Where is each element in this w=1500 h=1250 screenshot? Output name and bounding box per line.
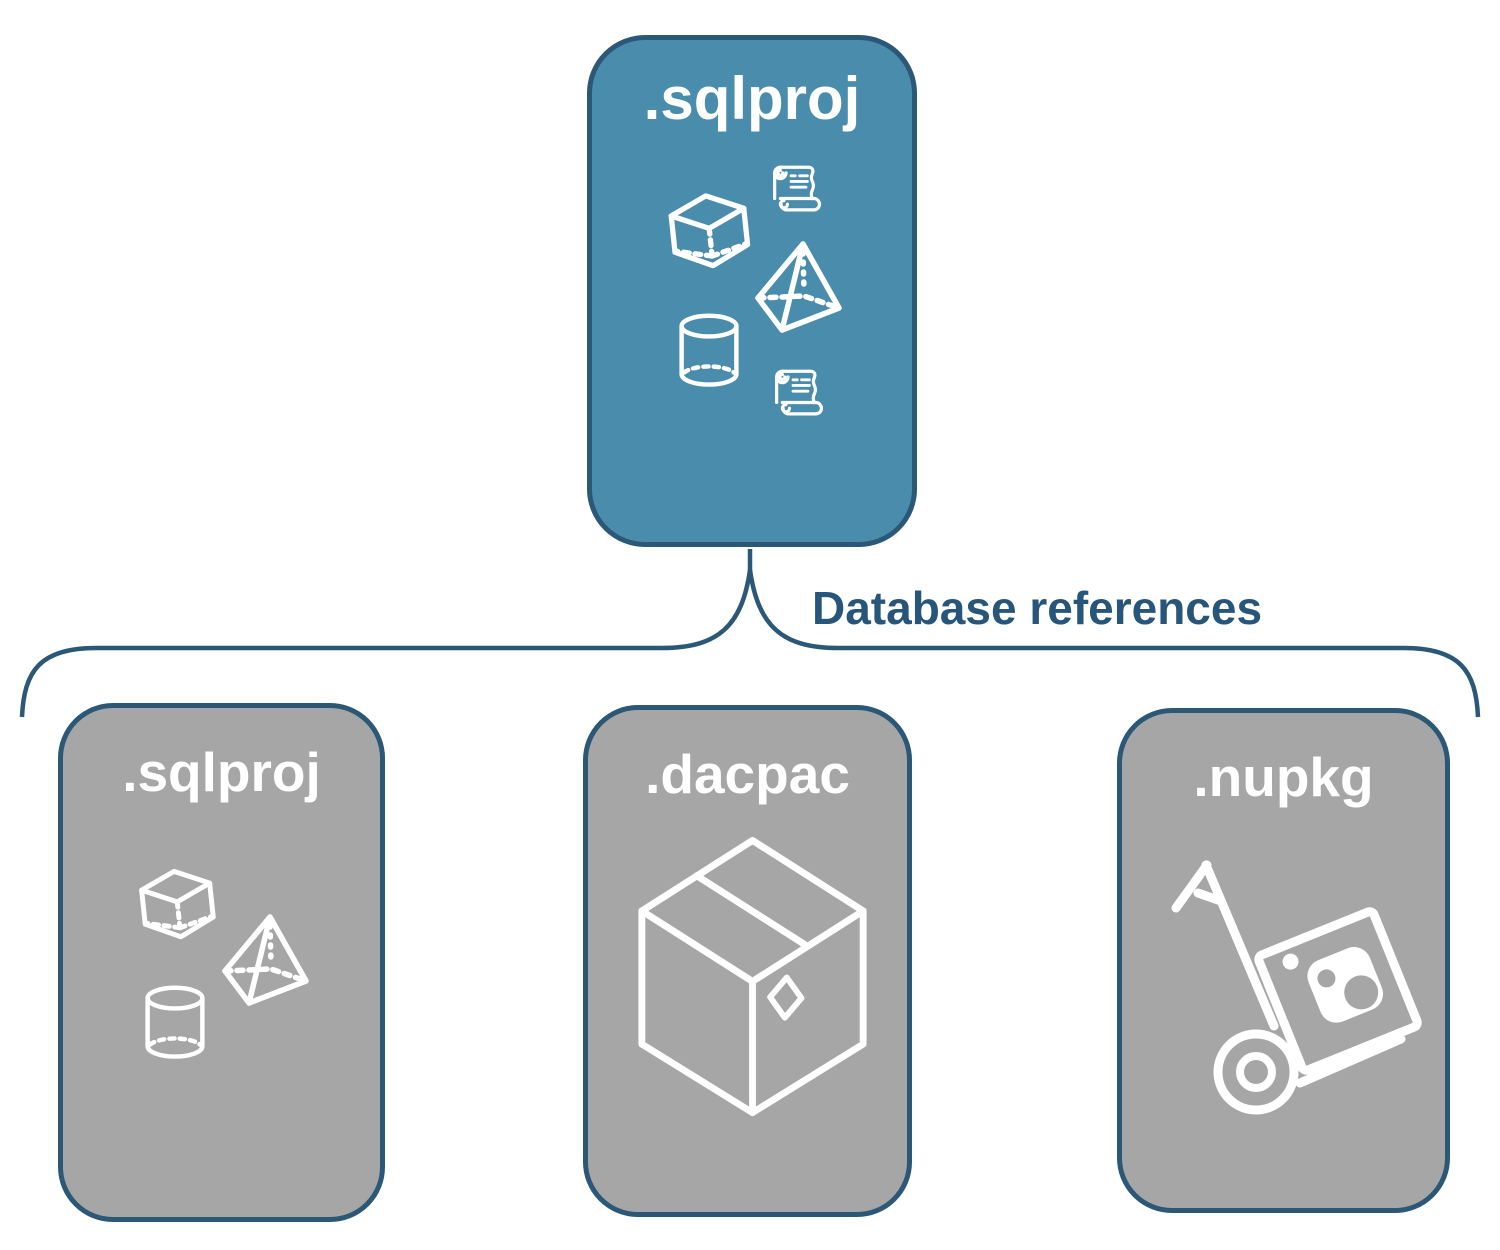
cylinder-icon xyxy=(679,313,739,387)
cube-icon xyxy=(139,868,216,940)
child-node-label: .sqlproj xyxy=(122,741,321,803)
node-sqlproj-root: .sqlproj xyxy=(587,35,917,547)
nuget-hand-truck-icon xyxy=(1171,860,1422,1115)
scroll-icon xyxy=(773,165,821,212)
node-dacpac: .dacpac xyxy=(583,705,912,1217)
child-node-label: .nupkg xyxy=(1193,746,1374,808)
node-nupkg: .nupkg xyxy=(1117,708,1450,1213)
pyramid-icon xyxy=(222,914,309,1006)
cylinder-icon xyxy=(145,985,205,1059)
scroll-icon xyxy=(775,369,823,416)
package-box-icon xyxy=(638,837,867,1117)
node-sqlproj-child: .sqlproj xyxy=(58,703,385,1222)
cube-icon xyxy=(668,193,751,269)
pyramid-icon xyxy=(755,241,842,333)
root-node-label: .sqlproj xyxy=(643,65,861,132)
connector-label: Database references xyxy=(812,582,1263,634)
child-node-label: .dacpac xyxy=(645,743,850,805)
